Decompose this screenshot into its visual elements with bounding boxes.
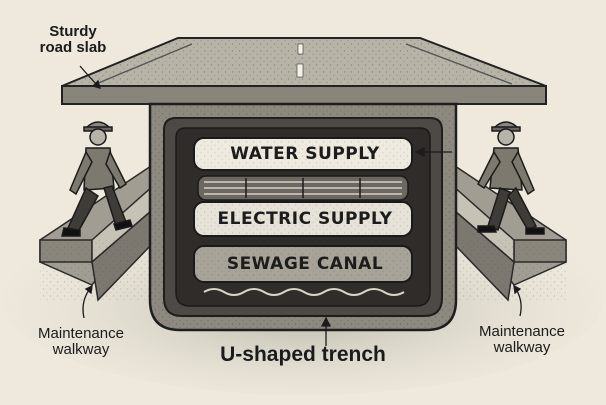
road-slab [61, 37, 547, 105]
water-pipe [193, 137, 413, 171]
right-worker-figure [477, 121, 545, 235]
road-slab-label: Sturdy road slab [39, 23, 107, 57]
left-worker-figure [61, 121, 133, 237]
leader-lines [79, 65, 522, 346]
lane-marking [296, 63, 304, 78]
electric-pipe [193, 201, 413, 237]
water-supply-label: WATER SUPPLY [230, 144, 380, 164]
cable-tray [197, 175, 409, 201]
right-walkway-label: Maintenance walkway [479, 323, 565, 357]
sewage-pipe [193, 245, 413, 296]
electric-supply-label: ELECTRIC SUPPLY [217, 209, 393, 229]
lane-marking [297, 43, 304, 55]
trench-label: U-shaped trench [220, 343, 386, 366]
left-walkway-label: Maintenance walkway [38, 325, 124, 359]
sewage-flow-wave [203, 288, 405, 296]
sewage-canal-label: SEWAGE CANAL [226, 254, 384, 274]
